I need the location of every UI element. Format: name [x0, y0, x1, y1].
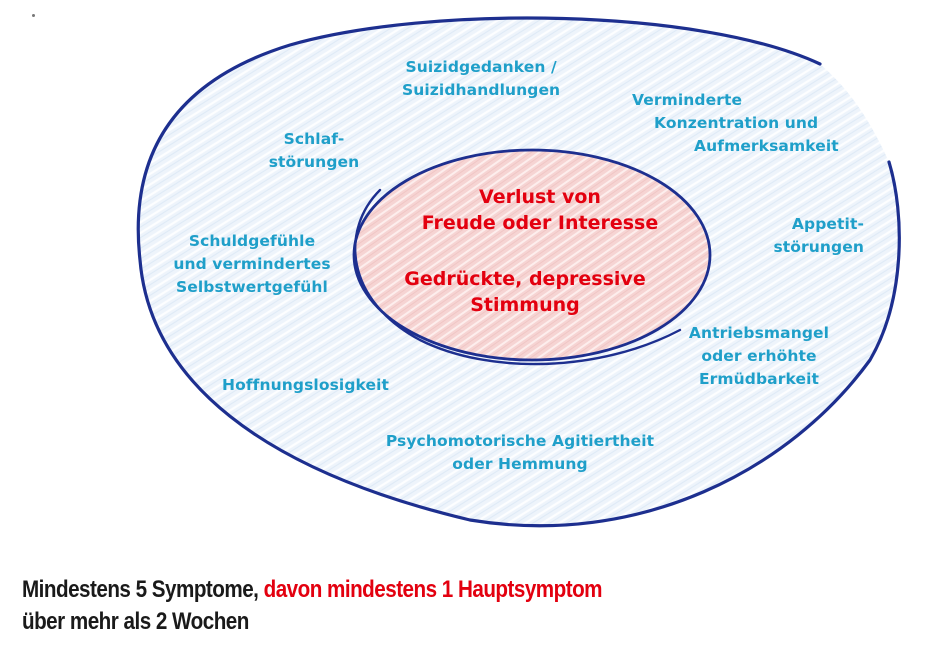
core-line: Gedrückte, depressive	[404, 268, 646, 290]
symptom-line: Suizidhandlungen	[402, 81, 561, 99]
outer-outline	[136, 16, 901, 528]
symptom-antrieb: Antriebsmangel oder erhöhte Ermüdbarkeit	[674, 322, 844, 391]
symptom-schlaf: Schlaf- störungen	[262, 128, 366, 174]
caption-line-1: Mindestens 5 Symptome, davon mindestens …	[22, 574, 603, 606]
core-line: Stimmung	[470, 294, 580, 316]
symptom-konzentration: Verminderte Konzentration und Aufmerksam…	[632, 89, 872, 158]
inner-outline	[352, 148, 712, 362]
symptom-line: störungen	[773, 238, 864, 256]
core-symptom-freude: Verlust von Freude oder Interesse	[410, 184, 670, 236]
symptom-hoffnung: Hoffnungslosigkeit	[222, 374, 389, 397]
symptom-schuld: Schuldgefühle und vermindertes Selbstwer…	[162, 230, 342, 299]
criteria-caption: Mindestens 5 Symptome, davon mindestens …	[22, 574, 603, 638]
symptom-line: Antriebsmangel	[688, 324, 830, 342]
symptom-diagram	[136, 16, 901, 528]
stray-dot	[32, 14, 35, 17]
caption-part-2: über mehr als 2 Wochen	[22, 608, 249, 635]
symptom-line: Appetit-	[791, 215, 864, 233]
symptom-suizid: Suizidgedanken / Suizidhandlungen	[402, 56, 560, 102]
symptom-psychomotorik: Psychomotorische Agitiertheit oder Hemmu…	[372, 430, 668, 476]
symptom-line: oder Hemmung	[452, 455, 588, 473]
symptom-line: Suizidgedanken /	[405, 58, 557, 76]
symptom-line: Schlaf-	[283, 130, 345, 148]
core-line: Freude oder Interesse	[421, 212, 659, 234]
symptom-line: Verminderte	[632, 91, 743, 109]
symptom-line: Konzentration und	[654, 114, 819, 132]
symptom-line: Schuldgefühle	[188, 232, 316, 250]
symptom-line: Aufmerksamkeit	[694, 137, 839, 155]
caption-line-2: über mehr als 2 Wochen	[22, 606, 602, 638]
symptom-line: Psychomotorische Agitiertheit	[385, 432, 655, 450]
symptom-line: Hoffnungslosigkeit	[222, 376, 390, 394]
symptom-line: Selbstwertgefühl	[176, 278, 328, 296]
symptom-line: störungen	[268, 153, 360, 171]
caption-highlight: davon mindestens 1 Hauptsymptom	[263, 576, 603, 603]
inner-area	[354, 150, 710, 360]
symptom-line: oder erhöhte	[701, 347, 817, 365]
inner-outline-second	[354, 188, 682, 366]
symptom-line: und vermindertes	[173, 255, 331, 273]
core-line: Verlust von	[479, 186, 601, 208]
caption-part-1: Mindestens 5 Symptome,	[22, 576, 264, 603]
symptom-appetit: Appetit- störungen	[752, 213, 864, 259]
core-symptom-stimmung: Gedrückte, depressive Stimmung	[390, 266, 660, 318]
symptom-line: Ermüdbarkeit	[698, 370, 820, 388]
